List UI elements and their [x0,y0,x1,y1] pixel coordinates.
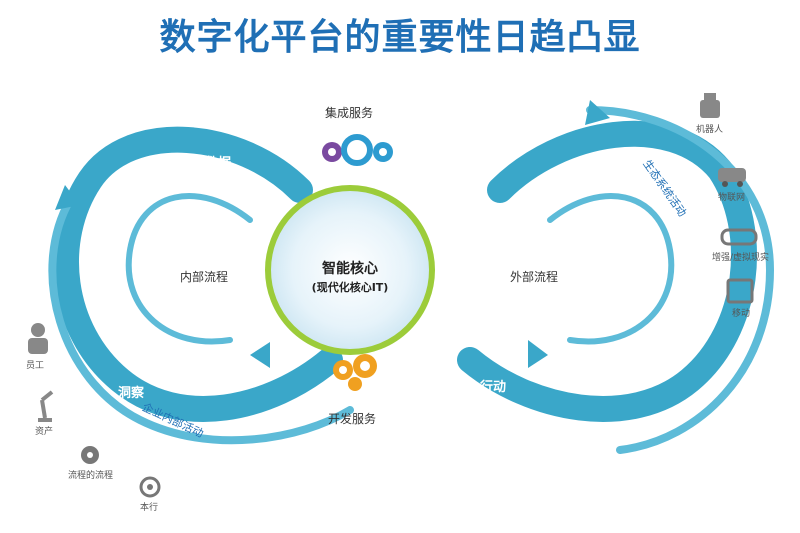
left-inner-track [125,193,253,345]
internal-process-label: 内部流程 [180,270,229,284]
external-process-label: 外部流程 [510,270,559,284]
arrow-head [55,185,80,210]
band-label-left-top: 数据 [205,156,232,171]
development-gears [333,354,377,391]
core-title: 智能核心 [322,261,378,277]
left-outer-arc [48,196,354,445]
person-icon [28,323,48,354]
right-inner-track [547,193,675,345]
tablet-icon [726,278,754,304]
band-label-left-bottom: 洞察 [118,386,145,401]
icon-label: 员工 [26,361,45,371]
right-outer-arc [586,106,775,454]
robot-icon [700,93,720,118]
page-title: 数字化平台的重要性日趋凸显 [159,17,641,58]
left-outer-loop [53,126,343,422]
icon-label: 移动 [732,309,751,319]
arrow-head [585,100,610,125]
icon-label: 物联网 [718,193,746,203]
arrow-head [250,342,270,368]
gear-icon [81,446,99,464]
icon-label: 流程的流程 [68,471,114,481]
icon-label: 增强/虚拟现实 [712,253,770,263]
icon-label: 资产 [35,427,54,437]
icon-label: 机器人 [696,125,724,135]
settings-icon [139,476,161,498]
icon-label: 本行 [140,503,159,513]
band-label-right-bottom: 行动 [480,380,507,395]
band-label-right-top: 数据 [620,154,647,169]
vr-glasses-icon [720,228,758,246]
arrow-head [528,340,548,368]
core-circle [265,185,435,355]
core-subtitle: (现代化核心IT) [311,281,389,294]
robot-arm-icon [38,390,54,422]
development-services-label: 开发服务 [328,412,377,426]
integration-services-label: 集成服务 [325,106,374,120]
integration-gears [322,134,393,166]
car-icon [718,168,746,187]
